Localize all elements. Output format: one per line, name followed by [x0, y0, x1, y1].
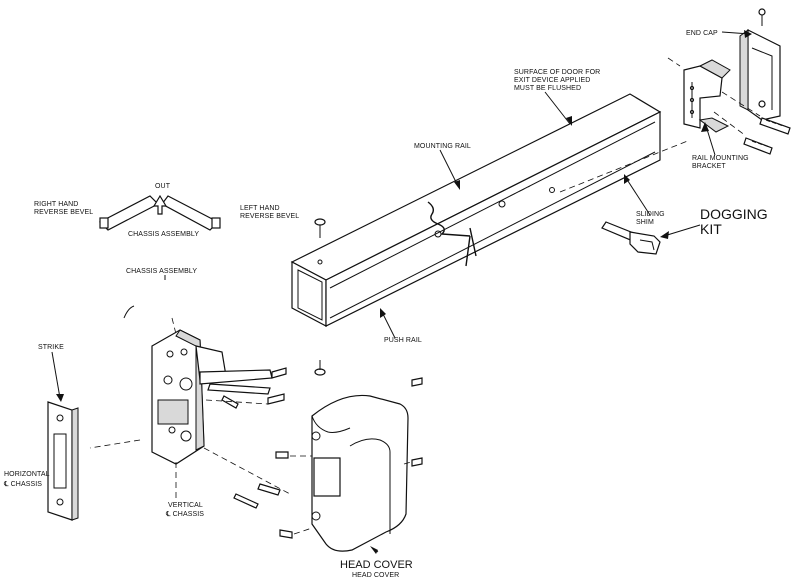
label-surface-3: MUST BE FLUSHED: [514, 85, 581, 92]
rail-assembly: [290, 93, 691, 327]
label-dogging-2: KIT: [700, 221, 722, 237]
mounting-rail-side-face: [325, 111, 661, 327]
label-push-rail: PUSH RAIL: [384, 337, 422, 344]
label-sliding-1: SLIDING: [636, 211, 665, 218]
label-rh-2: REVERSE BEVEL: [34, 209, 93, 216]
label-dogging-1: DOGGING: [700, 206, 768, 222]
bevel-diagram: [98, 194, 221, 231]
leader-lines: [51, 30, 752, 554]
label-mounting-rail: MOUNTING RAIL: [414, 143, 471, 150]
rail-break-mark: [427, 201, 471, 237]
label-out: OUT: [155, 183, 171, 190]
head-cover-part: [275, 377, 423, 552]
label-surface-2: EXIT DEVICE APPLIED: [514, 77, 590, 84]
label-lh-1: LEFT HAND: [240, 205, 280, 212]
label-surface-1: SURFACE OF DOOR FOR: [514, 69, 600, 76]
labels: END CAP SURFACE OF DOOR FOR EXIT DEVICE …: [3, 30, 768, 579]
rail-screw: [314, 218, 326, 238]
rail-mounting-bracket: [667, 57, 731, 133]
label-rh-1: RIGHT HAND: [34, 201, 78, 208]
strike-part: [47, 401, 79, 521]
label-head-cover-small: HEAD COVER: [352, 572, 399, 579]
rail-hole: [317, 259, 323, 265]
label-horizontal-1: HORIZONTAL: [4, 471, 50, 478]
rail-edge-line: [329, 121, 656, 289]
rail-break-mark-2: [465, 227, 477, 267]
bracket-screws: [713, 91, 791, 155]
label-rail-bracket-2: BRACKET: [692, 163, 726, 170]
rail-screw-lower: [314, 360, 326, 376]
label-lh-2: REVERSE BEVEL: [240, 213, 299, 220]
end-cap: [739, 8, 781, 121]
label-chassis: CHASSIS ASSEMBLY: [126, 268, 197, 275]
rail-channel: [297, 269, 323, 321]
label-strike: STRIKE: [38, 344, 64, 351]
rail-dash: [509, 185, 531, 197]
label-rail-bracket-1: RAIL MOUNTING: [692, 155, 749, 162]
rail-hole: [434, 230, 442, 238]
rail-hole: [549, 187, 555, 193]
label-horizontal-2: ℄ CHASSIS: [3, 481, 42, 488]
dogging-kit-part: [601, 221, 661, 255]
label-sliding-2: SHIM: [636, 219, 654, 226]
label-chassis-top: CHASSIS ASSEMBLY: [128, 231, 199, 238]
label-vertical-1: VERTICAL: [168, 502, 203, 509]
rail-bracket-dash: [559, 139, 691, 193]
chassis-screws: [203, 367, 291, 509]
chassis-assembly: [89, 305, 273, 498]
label-head-cover-large: HEAD COVER: [340, 559, 413, 571]
rail-hole: [498, 200, 506, 208]
rail-lower-line: [329, 151, 656, 319]
label-vertical-2: ℄ CHASSIS: [165, 511, 204, 518]
label-end-cap: END CAP: [686, 30, 718, 37]
